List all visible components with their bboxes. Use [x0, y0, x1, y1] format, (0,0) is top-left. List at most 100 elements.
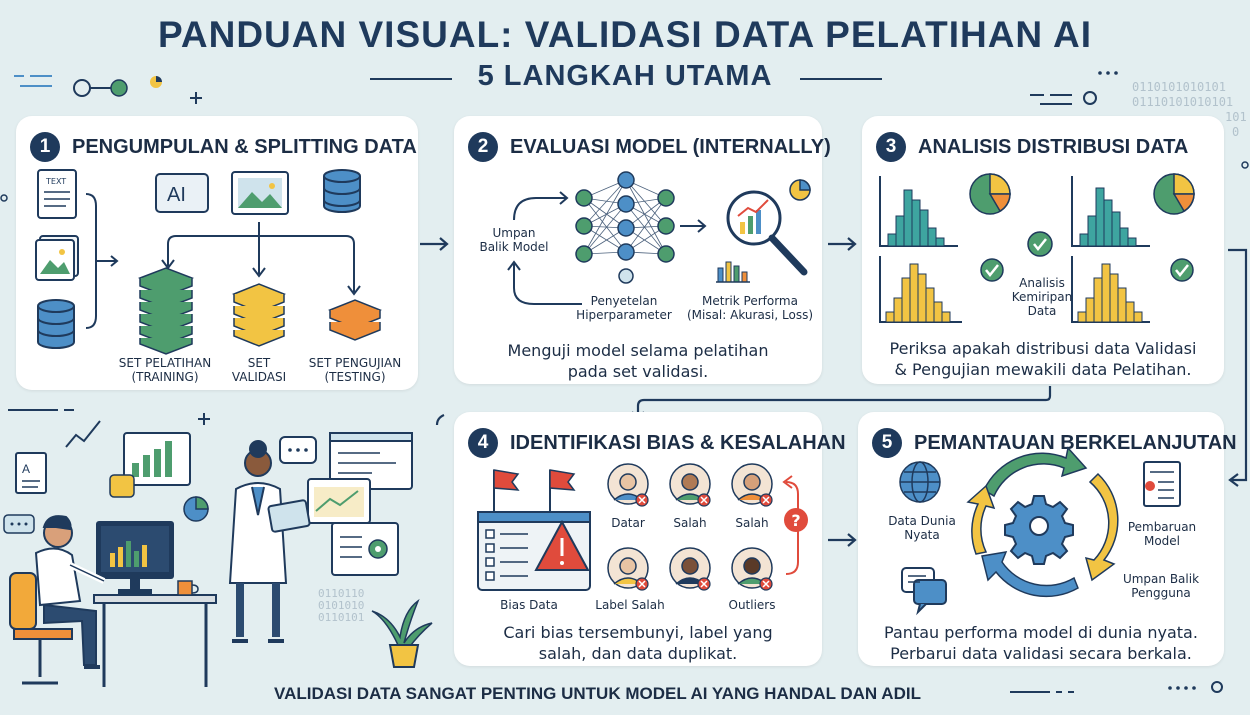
outliers-label: Outliers — [728, 598, 776, 612]
step-4-panel: 4 IDENTIFIKASI BIAS & KESALAHAN — [454, 412, 846, 666]
pie-small-icon — [183, 496, 209, 522]
histogram-teal-1-icon — [879, 176, 958, 247]
binary-text-4: 0 — [1232, 125, 1239, 139]
error-dashboard-icon — [477, 511, 591, 591]
histogram-teal-2-icon — [1071, 176, 1150, 247]
question-mark: ? — [791, 511, 800, 530]
doc-a-icon: A — [15, 452, 47, 494]
coffee-cup-icon — [177, 580, 199, 596]
step-4-illustration: ? — [477, 463, 808, 591]
text-document-icon: TEXT — [37, 169, 77, 219]
chat-bubble-icon — [279, 436, 317, 464]
step-3-title-text: ANALISIS DISTRIBUSI DATA — [918, 135, 1189, 158]
desk-binary-3: 0110101 — [318, 611, 364, 624]
wrong-label-1: Salah — [673, 516, 707, 530]
database-icon — [37, 299, 75, 349]
check-icon — [980, 231, 1194, 282]
data-bias-label: Bias Data — [500, 598, 558, 612]
validation-set-stack — [231, 283, 287, 347]
workspace-scene: A 0110110 0101010 0110101 — [3, 413, 433, 687]
neural-network-icon — [575, 171, 675, 284]
performance-metrics-label: Metrik Performa(Misal: Akurasi, Loss) — [686, 294, 814, 322]
step-2-title: 2 EVALUASI MODEL (INTERNALLY) — [468, 132, 831, 162]
metric-bars-icon — [716, 261, 750, 283]
step-5-title: 5 PEMANTAUAN BERKELANJUTAN — [872, 428, 1237, 458]
step-5-illustration — [899, 446, 1181, 616]
testing-set-label: SET PENGUJIAN(TESTING) — [308, 356, 402, 384]
svg-text:TEXT: TEXT — [45, 177, 66, 186]
flat-label: Datar — [611, 516, 645, 530]
gear-icon — [1004, 495, 1074, 565]
step-1-panel: 1 PENGUMPULAN & SPLITTING DATA TEXT AI — [16, 116, 418, 390]
step-4-title: 4 IDENTIFIKASI BIAS & KESALAHAN — [468, 428, 846, 458]
footer-text: VALIDASI DATA SANGAT PENTING UNTUK MODEL… — [274, 684, 921, 703]
standing-scientist — [228, 440, 311, 643]
pie-icon — [789, 179, 811, 201]
monitor-icon — [96, 521, 174, 594]
question-icon: ? — [782, 475, 808, 575]
line-chart-icon — [65, 420, 101, 448]
testing-set-stack — [327, 299, 383, 341]
picture-icon — [231, 171, 289, 215]
person-icon — [607, 463, 773, 589]
training-set-stack — [137, 267, 195, 355]
binary-text-3: 101 — [1225, 110, 1247, 124]
subtitle-left-line — [370, 78, 452, 80]
step-3-panel: 3 ANALISIS DISTRIBUSI DATA — [862, 116, 1224, 384]
histogram-yellow-1-icon — [879, 256, 962, 323]
chat-icon — [3, 514, 35, 534]
step-5-title-text: PEMANTAUAN BERKELANJUTAN — [914, 431, 1237, 454]
globe-icon — [899, 461, 941, 503]
plant-icon — [371, 598, 433, 668]
desk-binary-2: 0101010 — [318, 599, 364, 612]
desk — [93, 594, 217, 687]
step-2-number: 2 — [468, 132, 498, 162]
binary-text-1: 0110101010101 — [1132, 80, 1226, 94]
ai-card-icon: AI — [155, 173, 209, 213]
step-2-illustration — [507, 171, 811, 305]
page-title: PANDUAN VISUAL: VALIDASI DATA PELATIHAN … — [157, 14, 1093, 55]
step-2-panel: 2 EVALUASI MODEL (INTERNALLY) — [454, 116, 831, 384]
step-3-illustration — [879, 173, 1195, 323]
step-3-description: Periksa apakah distribusi data Validasi&… — [889, 339, 1197, 379]
step-3-number: 3 — [876, 132, 906, 162]
svg-text:AI: AI — [167, 184, 186, 206]
training-set-label: SET PELATIHAN(TRAINING) — [118, 356, 212, 384]
image-files-icon — [35, 235, 79, 281]
step-1-title: 1 PENGUMPULAN & SPLITTING DATA — [30, 132, 417, 162]
binary-text-2: 01110101010101 — [1132, 95, 1233, 109]
person-at-desk — [9, 515, 106, 685]
step-3-title: 3 ANALISIS DISTRIBUSI DATA — [876, 132, 1188, 162]
wrong-label-label: Label Salah — [595, 598, 665, 612]
step-5-panel: 5 PEMANTAUAN BERKELANJUTAN — [858, 412, 1237, 666]
magnifier-chart-icon — [726, 190, 808, 276]
update-document-icon — [1143, 461, 1181, 507]
step-1-number: 1 — [30, 132, 60, 162]
step-4-number: 4 — [468, 428, 498, 458]
step-5-number: 5 — [872, 428, 902, 458]
web-windows-icon — [307, 432, 413, 576]
step-5-description: Pantau performa model di dunia nyata.Per… — [884, 623, 1198, 663]
pie-chart-2-icon — [1153, 173, 1195, 215]
chat-feedback-icon — [901, 567, 947, 616]
pie-chart-1-icon — [969, 173, 1011, 215]
bar-chart-window-icon — [109, 432, 191, 498]
step-4-title-text: IDENTIFIKASI BIAS & KESALAHAN — [510, 431, 846, 454]
wrong-label-2: Salah — [735, 516, 769, 530]
desk-binary-1: 0110110 — [318, 587, 364, 600]
step-1-illustration: TEXT AI — [35, 169, 383, 355]
subtitle-right-line — [800, 78, 882, 80]
step-1-title-text: PENGUMPULAN & SPLITTING DATA — [72, 135, 417, 158]
svg-text:A: A — [22, 462, 30, 476]
database-2-icon — [323, 169, 361, 213]
